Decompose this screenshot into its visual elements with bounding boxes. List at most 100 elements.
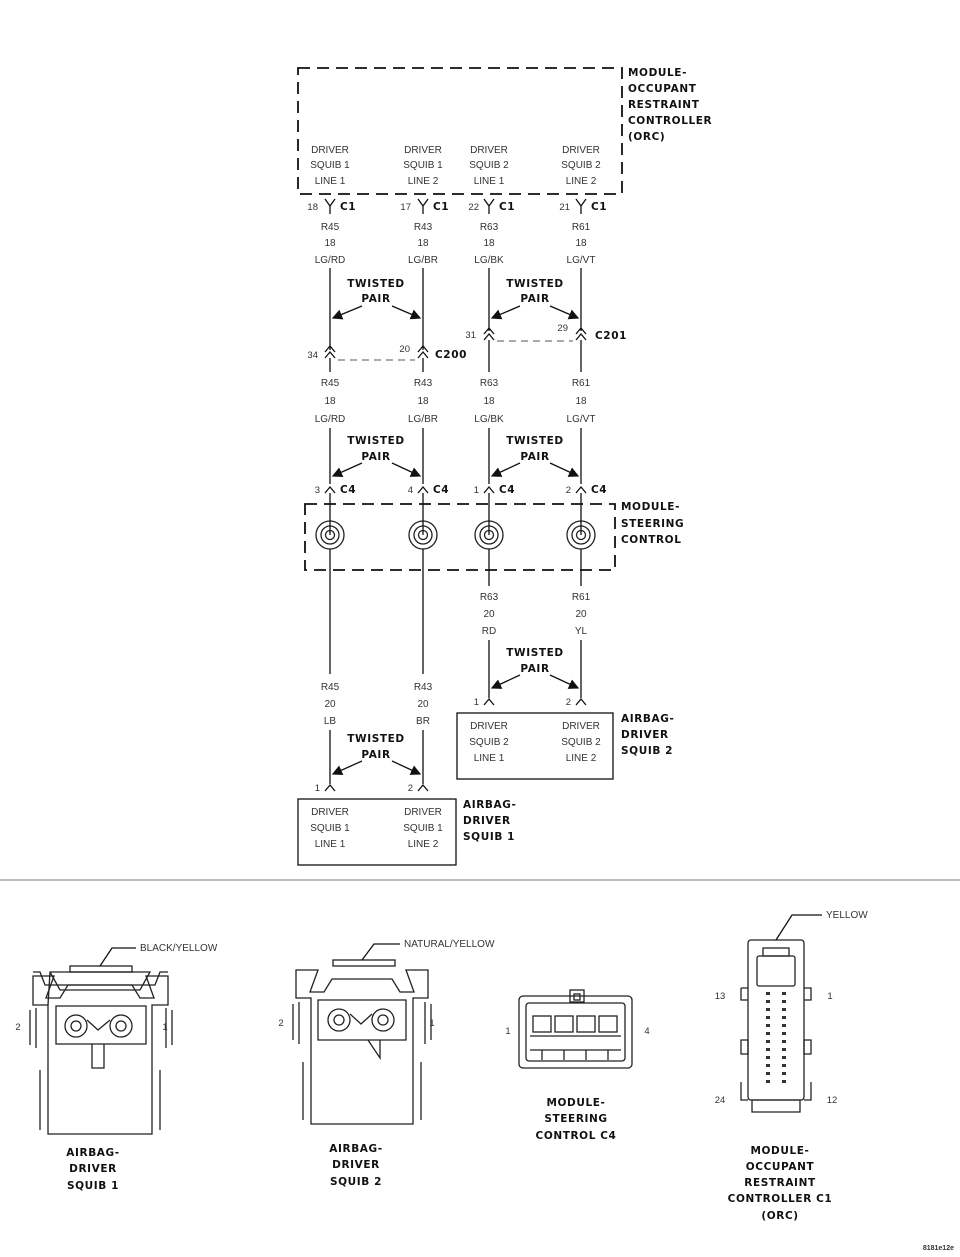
svg-text:3: 3 (315, 485, 320, 496)
svg-text:1: 1 (315, 783, 320, 794)
svg-text:MODULE-: MODULE- (750, 1145, 809, 1157)
clockspring-coil-icon (474, 493, 504, 550)
svg-text:17: 17 (400, 202, 411, 213)
svg-text:C1: C1 (340, 201, 356, 213)
svg-text:4: 4 (644, 1026, 649, 1037)
orc-pin-label-4: DRIVER SQUIB 2 LINE 2 (561, 145, 601, 187)
orc-module-box (297, 67, 623, 195)
svg-text:YELLOW: YELLOW (826, 910, 868, 921)
svg-text:13: 13 (715, 991, 726, 1002)
c200-connector: 34 20 C200 (307, 344, 467, 361)
svg-text:C4: C4 (340, 484, 356, 496)
svg-text:LINE 1: LINE 1 (474, 753, 505, 764)
svg-text:1: 1 (474, 485, 479, 496)
c4-terminal-4: 2 C4 (566, 484, 607, 496)
upper-wire-label-1: R45 18 LG/RD (315, 222, 346, 266)
svg-text:DRIVER: DRIVER (311, 145, 349, 156)
svg-text:YL: YL (575, 626, 588, 637)
svg-text:SQUIB 2: SQUIB 2 (330, 1176, 382, 1188)
figure-code: 8181e12e (923, 1245, 954, 1252)
svg-text:R63: R63 (480, 592, 499, 603)
c1-terminal-1: 18 C1 (307, 198, 356, 214)
twisted-pair-arrow (331, 305, 363, 320)
svg-text:1: 1 (429, 1018, 434, 1029)
svg-text:21: 21 (559, 202, 570, 213)
svg-text:DRIVER: DRIVER (332, 1159, 380, 1171)
svg-text:AIRBAG-: AIRBAG- (463, 799, 516, 811)
squib2-title: AIRBAG- DRIVER SQUIB 2 (621, 713, 674, 757)
svg-text:C200: C200 (435, 349, 467, 361)
orc-pin-label-1: DRIVER SQUIB 1 LINE 1 (310, 145, 350, 187)
svg-text:18: 18 (307, 202, 318, 213)
svg-text:18: 18 (324, 238, 336, 249)
mid-wire-label-4: R61 18 LG/VT (567, 378, 596, 425)
svg-text:DRIVER: DRIVER (404, 807, 442, 818)
svg-text:2: 2 (15, 1022, 20, 1033)
svg-text:1: 1 (474, 697, 479, 708)
svg-text:R45: R45 (321, 682, 340, 693)
svg-text:(ORC): (ORC) (628, 131, 665, 143)
c4-terminal-3: 1 C4 (474, 484, 515, 496)
svg-text:RESTRAINT: RESTRAINT (744, 1177, 816, 1189)
svg-text:C4: C4 (499, 484, 515, 496)
svg-text:DRIVER: DRIVER (463, 815, 511, 827)
svg-text:R63: R63 (480, 222, 499, 233)
orc-module-title: MODULE- OCCUPANT RESTRAINT CONTROLLER (O… (628, 67, 712, 143)
svg-text:18: 18 (575, 238, 587, 249)
svg-text:DRIVER: DRIVER (470, 721, 508, 732)
svg-text:20: 20 (399, 344, 410, 355)
svg-text:TWISTED: TWISTED (506, 435, 563, 447)
twisted-pair-label-3: TWISTED PAIR (347, 435, 404, 463)
squib1-wire-label-2: R43 20 BR (414, 682, 433, 727)
svg-text:SQUIB 2: SQUIB 2 (561, 160, 601, 171)
svg-text:2: 2 (566, 485, 571, 496)
clockspring-coil-icon (315, 493, 345, 550)
svg-text:LG/BR: LG/BR (408, 414, 438, 425)
svg-text:SQUIB 1: SQUIB 1 (403, 160, 443, 171)
svg-text:RESTRAINT: RESTRAINT (628, 99, 700, 111)
svg-text:PAIR: PAIR (520, 293, 549, 305)
svg-text:18: 18 (417, 396, 429, 407)
mid-wire-label-2: R43 18 LG/BR (408, 378, 438, 425)
svg-text:TWISTED: TWISTED (347, 278, 404, 290)
svg-text:C4: C4 (433, 484, 449, 496)
svg-text:LINE 2: LINE 2 (566, 176, 597, 187)
svg-text:LG/RD: LG/RD (315, 414, 346, 425)
svg-text:18: 18 (483, 238, 495, 249)
squib2-connector-drawing: NATURAL/YELLOW 2 1 (278, 939, 495, 1125)
squib1-title: AIRBAG- DRIVER SQUIB 1 (463, 799, 516, 843)
svg-text:DRIVER: DRIVER (69, 1163, 117, 1175)
svg-text:SQUIB 1: SQUIB 1 (463, 831, 515, 843)
twisted-pair-arrow (490, 305, 521, 320)
svg-text:TWISTED: TWISTED (506, 647, 563, 659)
svg-text:PAIR: PAIR (361, 451, 390, 463)
orc-c1-connector-title: MODULE- OCCUPANT RESTRAINT CONTROLLER C1… (728, 1145, 832, 1222)
svg-text:SQUIB 1: SQUIB 1 (310, 160, 350, 171)
squib1-cell-2: DRIVER SQUIB 1 LINE 2 (403, 807, 443, 850)
svg-text:29: 29 (557, 323, 568, 334)
squib1-box (297, 798, 457, 866)
twisted-pair-arrow (391, 305, 422, 320)
twisted-pair-arrow (331, 462, 363, 478)
svg-text:SQUIB 2: SQUIB 2 (469, 737, 509, 748)
svg-text:C1: C1 (591, 201, 607, 213)
svg-text:MODULE-: MODULE- (621, 501, 680, 513)
svg-text:DRIVER: DRIVER (621, 729, 669, 741)
svg-text:12: 12 (827, 1095, 838, 1106)
steering-c4-connector-drawing: 1 4 (505, 989, 650, 1069)
svg-text:PAIR: PAIR (520, 663, 549, 675)
c1-terminal-4: 21 C1 (559, 198, 607, 214)
steering-module-title: MODULE- STEERING CONTROL (621, 501, 684, 546)
twisted-pair-label-5: TWISTED PAIR (506, 647, 563, 675)
svg-text:TWISTED: TWISTED (347, 435, 404, 447)
squib2-terminal-1: 1 (474, 697, 495, 708)
squib1-connector-drawing: BLACK/YELLOW 2 1 (15, 943, 218, 1135)
upper-wire-label-3: R63 18 LG/BK (474, 222, 504, 266)
svg-text:DRIVER: DRIVER (562, 721, 600, 732)
svg-text:OCCUPANT: OCCUPANT (746, 1161, 815, 1173)
squib1-terminal-2: 2 (408, 783, 429, 794)
squib1-cell-1: DRIVER SQUIB 1 LINE 1 (310, 807, 350, 850)
twisted-pair-arrow (391, 462, 422, 477)
svg-text:R63: R63 (480, 378, 499, 389)
svg-text:20: 20 (324, 699, 336, 710)
